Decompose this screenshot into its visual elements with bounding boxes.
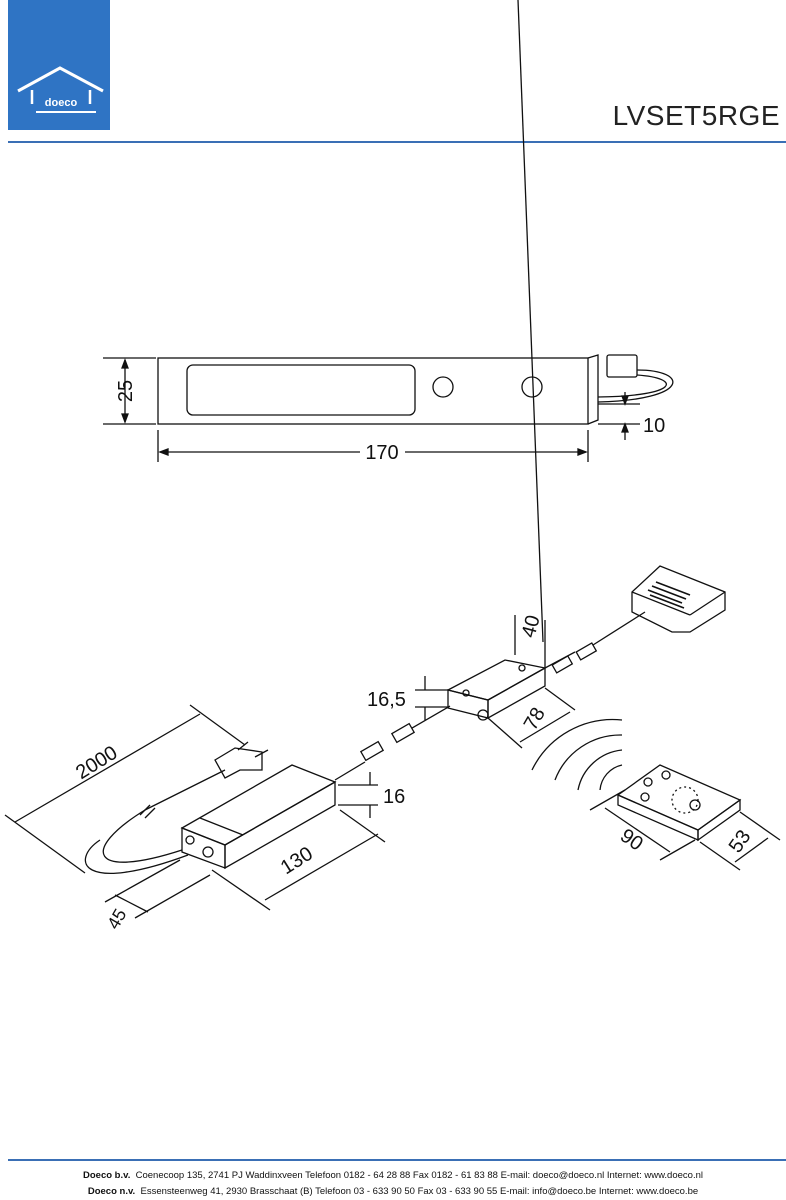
bar-light-front-view — [157, 354, 674, 425]
footer-address-nl: Coenecoop 135, 2741 PJ Waddinxveen Telef… — [135, 1170, 703, 1181]
svg-text:45: 45 — [103, 905, 130, 932]
technical-drawing: 25 170 10 2000 130 — [4, 0, 781, 933]
svg-text:16,5: 16,5 — [367, 689, 406, 711]
footer-divider — [8, 1159, 786, 1161]
footer-line-be: Doeco n.v. Essensteenweg 41, 2930 Brassc… — [0, 1186, 786, 1197]
svg-text:40: 40 — [518, 613, 545, 640]
led-driver — [84, 705, 451, 874]
remote-control — [616, 764, 742, 842]
doeco-logo: doeco — [8, 0, 110, 130]
footer-line-nl: Doeco b.v. Coenecoop 135, 2741 PJ Waddin… — [0, 1170, 786, 1181]
header-divider — [8, 141, 786, 143]
svg-text:53: 53 — [725, 826, 756, 857]
dimension-10: 10 — [598, 392, 665, 440]
svg-text:10: 10 — [643, 415, 665, 437]
ir-sensor-pad — [631, 565, 726, 633]
dimension-16-5: 16,5 — [367, 676, 448, 720]
dimension-16: 16 — [338, 772, 405, 818]
dimension-40: 40 — [514, 0, 546, 668]
svg-text:90: 90 — [616, 825, 647, 856]
footer-company-be: Doeco n.v. — [87, 1186, 136, 1197]
house-logo-icon: doeco — [17, 66, 104, 113]
dimension-25: 25 — [103, 357, 156, 425]
svg-text:170: 170 — [365, 442, 398, 464]
rf-receiver — [446, 611, 646, 721]
dimension-170: 170 — [157, 430, 589, 464]
svg-text:78: 78 — [520, 704, 550, 734]
svg-text:25: 25 — [115, 380, 137, 402]
dimension-45: 45 — [103, 859, 211, 933]
footer-address-be: Essensteenweg 41, 2930 Brasschaat (B) Te… — [140, 1186, 699, 1197]
product-code: LVSET5RGE — [612, 100, 780, 131]
svg-text:2000: 2000 — [72, 742, 121, 784]
logo-text: doeco — [45, 97, 78, 109]
dimension-78: 78 — [487, 687, 576, 749]
footer-company-nl: Doeco b.v. — [83, 1170, 131, 1181]
dimension-2000: 2000 — [4, 704, 246, 874]
wireless-signal-icon — [531, 718, 623, 791]
svg-text:16: 16 — [383, 786, 405, 808]
